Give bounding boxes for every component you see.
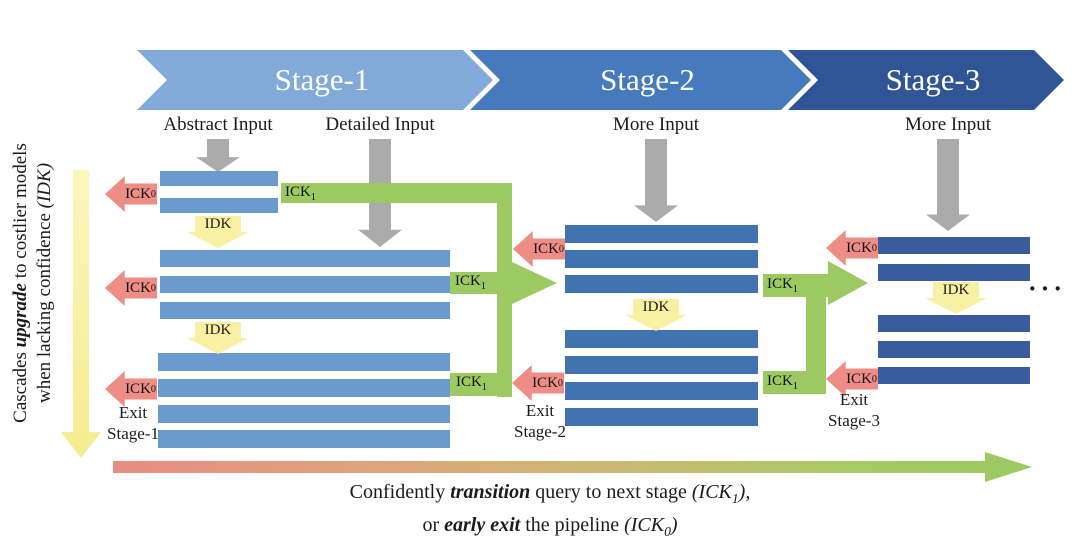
- bottom-axis-caption-line1: Confidently transition query to next sta…: [349, 481, 751, 506]
- ick1-connector: [281, 183, 497, 203]
- model-layer-bar: [878, 315, 1030, 332]
- ick-label: ICK1: [285, 184, 316, 203]
- ick1-label: ICK1: [285, 184, 316, 203]
- abstract-input-label: Abstract Input: [163, 114, 273, 135]
- ick1-label: ICK1: [456, 374, 487, 393]
- idk-label: IDK: [204, 322, 232, 338]
- model-layer-bar: [565, 275, 758, 293]
- idk-down-arrow-icon: IDK: [187, 322, 249, 354]
- model-layer-bar: [565, 356, 758, 374]
- continuation-dots: ···: [1028, 274, 1067, 303]
- model-layer-bar: [160, 276, 450, 293]
- exit-stage-label-line: Stage-1: [107, 424, 159, 443]
- ick1-label: ICK1: [767, 276, 798, 295]
- ick1-connector: [450, 272, 497, 294]
- idk-label: IDK: [642, 299, 670, 315]
- model-layer-bar: [158, 353, 450, 371]
- input-down-arrow-icon: [634, 139, 678, 222]
- idk-down-arrow-icon: IDK: [625, 299, 687, 331]
- model-layer-bar: [160, 171, 278, 186]
- ick1-connector: [763, 371, 826, 394]
- exit-stage-label-line: Exit: [118, 403, 148, 422]
- model-layer-bar: [878, 341, 1030, 358]
- ick1-label: ICK1: [455, 273, 486, 292]
- model-layer-bar: [158, 430, 450, 448]
- model-layer-bar: [565, 250, 758, 268]
- exit-stage-label-line: Exit: [839, 390, 869, 409]
- model-layer-bar: [160, 198, 278, 213]
- bottom-axis-caption: Confidently transition query to next sta…: [230, 479, 870, 545]
- ick1-label: ICK1: [767, 373, 798, 392]
- model-layer-bar: [878, 367, 1030, 384]
- ick1-arrowhead-icon: [512, 262, 557, 304]
- detailed-input-label: Detailed Input: [325, 114, 435, 135]
- exit-stage-label-line: Stage-3: [828, 411, 880, 430]
- model-layer-bar: [565, 330, 758, 348]
- exit-stage-label-line: Exit: [525, 401, 555, 420]
- ick1-arrowhead-icon: [828, 261, 868, 305]
- ick-label: ICK1: [456, 374, 487, 393]
- stage-1-label: Stage-1: [274, 62, 370, 97]
- model-layer-bar: [565, 408, 758, 426]
- ick-label: ICK1: [767, 276, 798, 295]
- model-layer-bar: [160, 302, 450, 319]
- stage-3-chevron: Stage-3: [788, 50, 1064, 110]
- input-down-arrow-icon: [196, 139, 240, 172]
- model-layer-bar: [565, 225, 758, 243]
- idk-label: IDK: [942, 282, 970, 298]
- model-layer-bar: [158, 405, 450, 423]
- model-layer-bar: [565, 382, 758, 400]
- model-layer-bar: [878, 264, 1030, 281]
- model-layer-bar: [158, 379, 450, 397]
- ick1-connector: [497, 183, 512, 397]
- model-layer-bar: [878, 237, 1030, 254]
- ick-label: ICK1: [455, 273, 486, 292]
- stage-2-label: Stage-2: [600, 62, 695, 97]
- more-input-label-stage3: More Input: [904, 114, 991, 135]
- more-input-label-stage2: More Input: [612, 114, 699, 135]
- stage-2-chevron: Stage-2: [470, 50, 811, 110]
- ick1-connector: [806, 274, 826, 394]
- bottom-axis-caption-line2: or early exit the pipeline (ICK0): [422, 514, 678, 539]
- stage-1-chevron: Stage-1: [137, 50, 493, 110]
- idk-label: IDK: [204, 216, 232, 232]
- ick-label: ICK1: [767, 373, 798, 392]
- ick1-connector: [450, 373, 512, 396]
- input-down-arrow-icon: [926, 139, 970, 231]
- stage-3-label: Stage-3: [885, 62, 981, 97]
- transition-axis-arrow: [113, 461, 987, 473]
- idk-down-arrow-icon: IDK: [187, 216, 249, 248]
- idk-down-arrow-icon: IDK: [925, 282, 987, 314]
- exit-stage-label-line: Stage-2: [514, 422, 566, 441]
- model-layer-bar: [160, 250, 450, 267]
